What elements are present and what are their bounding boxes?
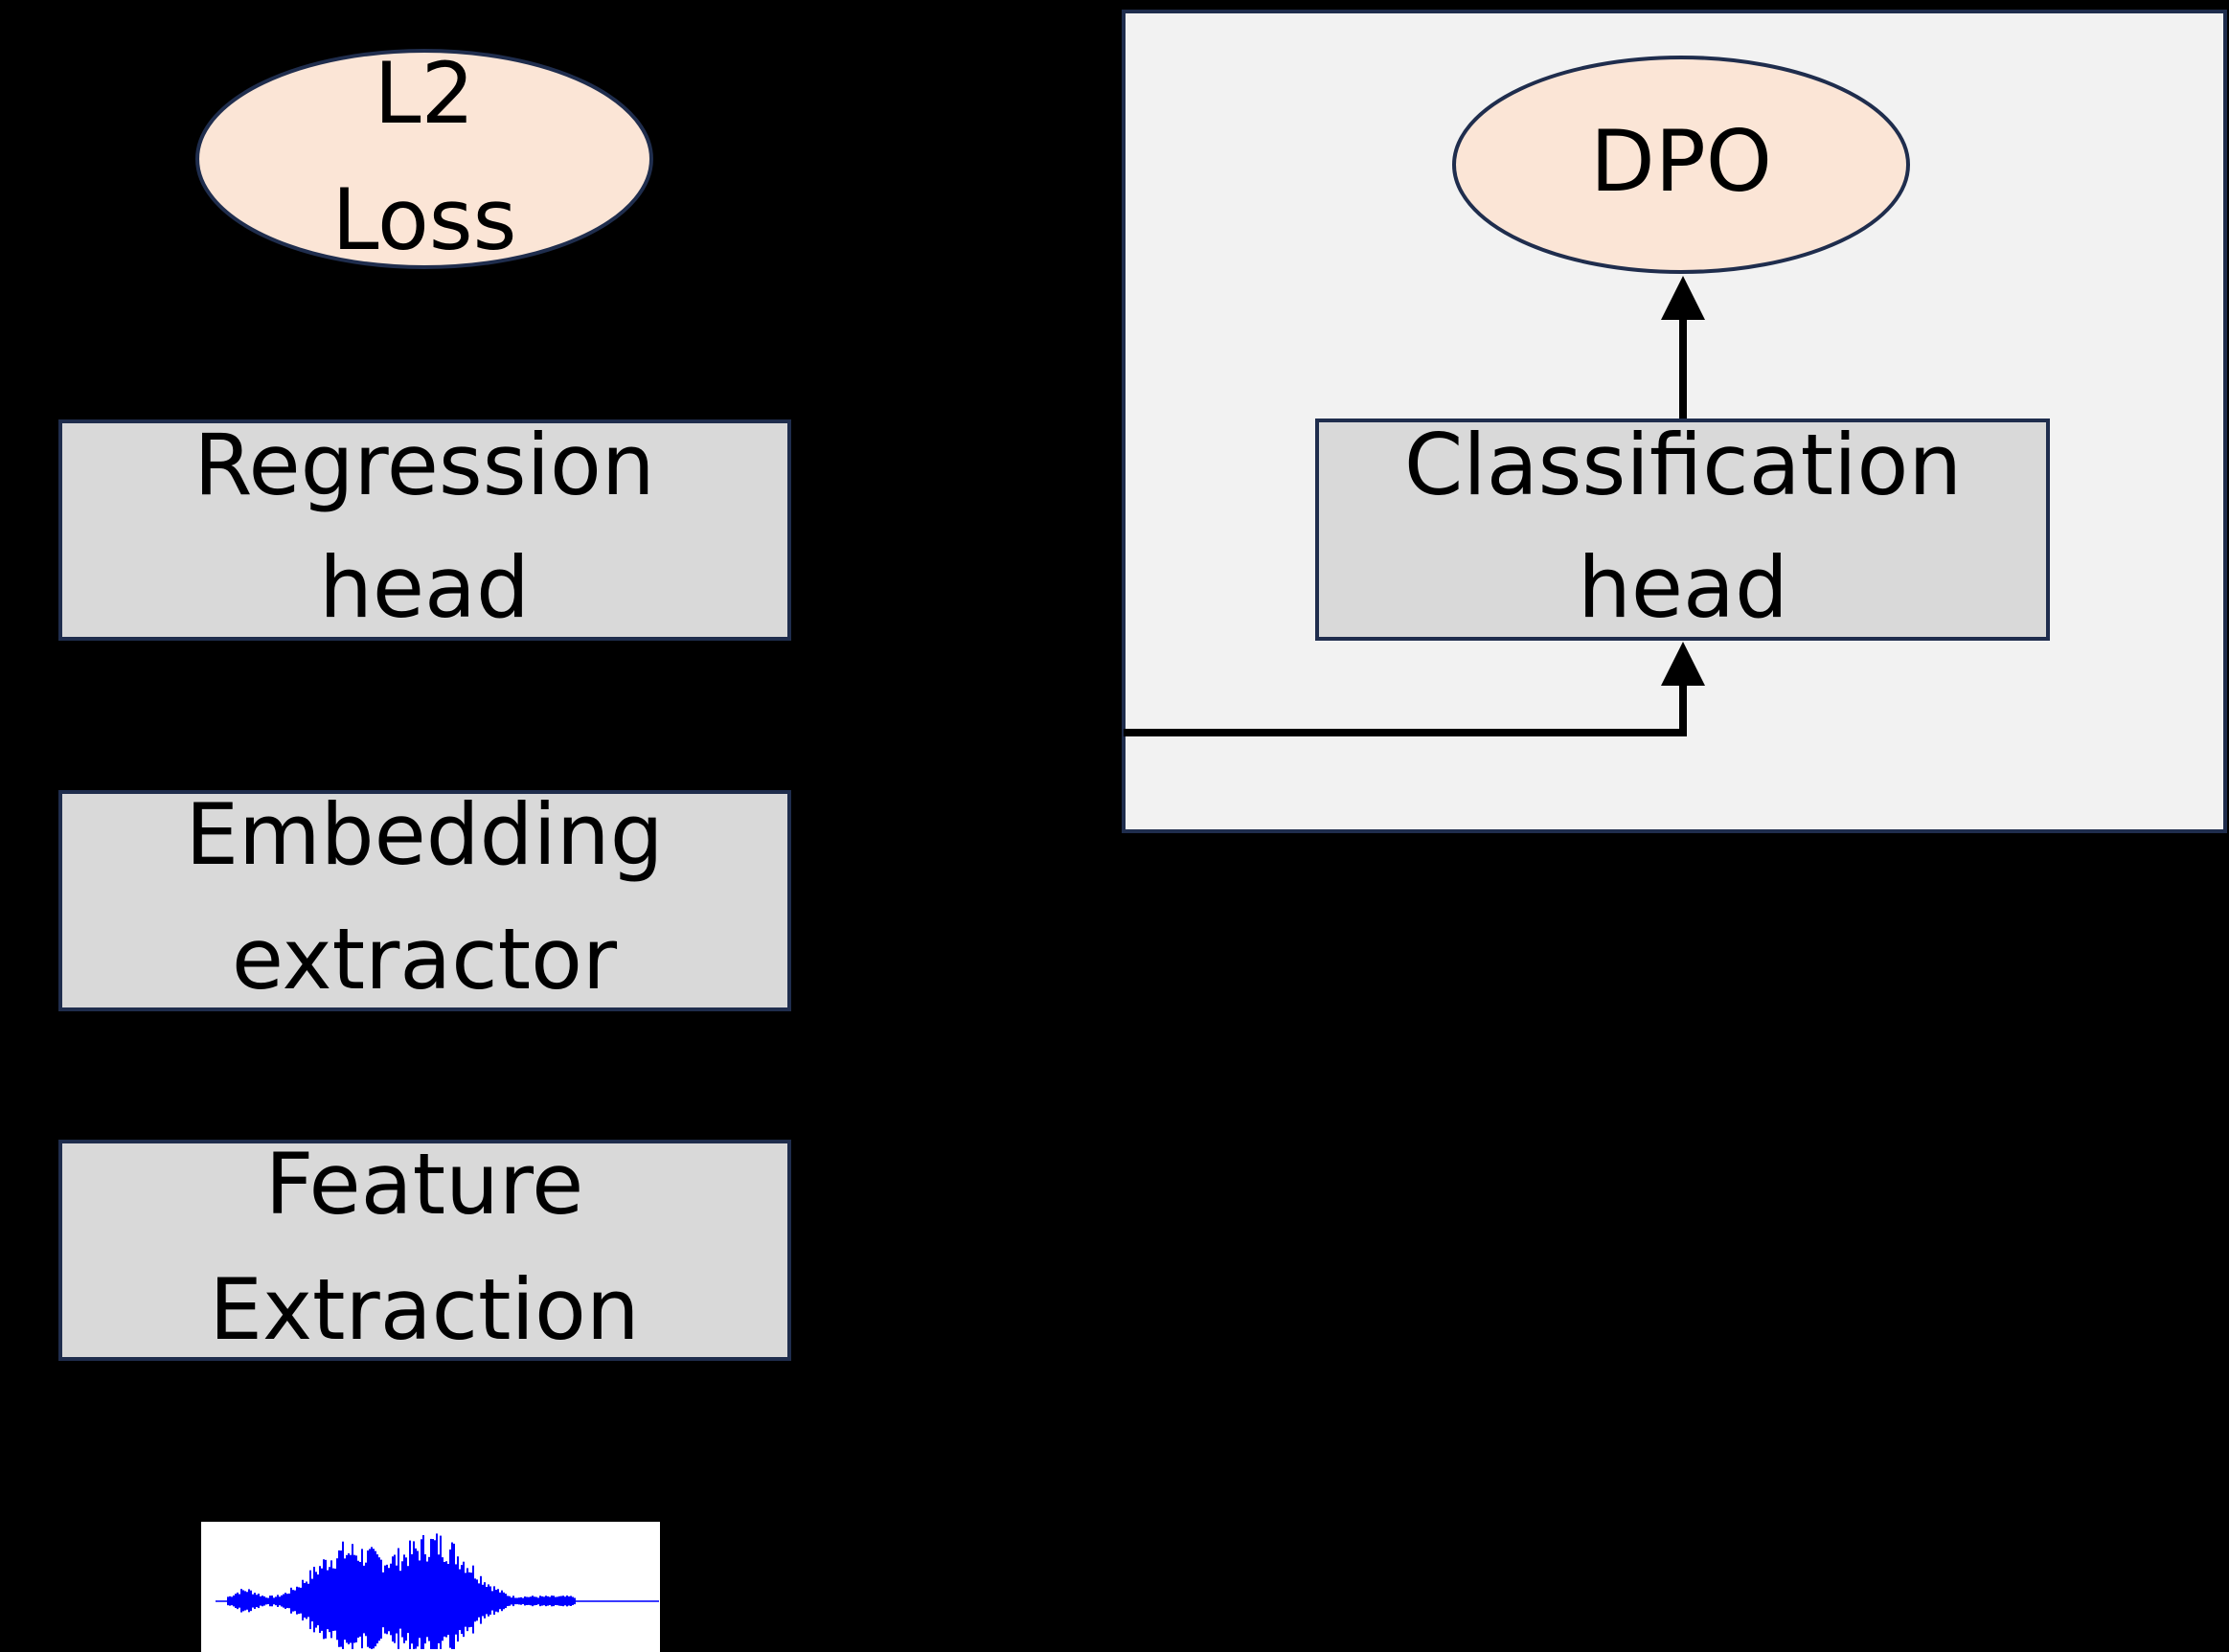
- classification-arrowhead: [1661, 642, 1705, 686]
- l2-loss-label-line1: L2: [374, 44, 474, 143]
- feature-extraction-label-line1: Feature: [265, 1135, 584, 1233]
- regression-head-label-line1: Regression: [193, 416, 654, 514]
- regression-head-label-line2: head: [319, 538, 530, 637]
- regression-head-box: [58, 419, 791, 641]
- classification-head-label-line1: Classification: [1404, 416, 1962, 514]
- l2-loss-label-line2: Loss: [331, 170, 516, 269]
- embedding-extractor-label-line2: extractor: [232, 910, 618, 1008]
- classification-head-label-line2: head: [1578, 538, 1788, 637]
- feature-extraction-label-line2: Extraction: [209, 1260, 639, 1359]
- l2-loss-node: [195, 49, 653, 269]
- feature-extraction-box: [58, 1140, 791, 1361]
- audio-waveform-icon: [201, 1522, 660, 1652]
- dpo-loss-label: DPO: [1590, 112, 1772, 211]
- classification-head-box: [1315, 419, 2050, 641]
- dpo-arrowhead: [1661, 276, 1705, 320]
- dpo-loss-node: [1452, 56, 1910, 274]
- panel-to-classification-arrow-line: [1124, 682, 1687, 736]
- embedding-extractor-label-line1: Embedding: [185, 785, 663, 884]
- embedding-extractor-box: [58, 790, 791, 1011]
